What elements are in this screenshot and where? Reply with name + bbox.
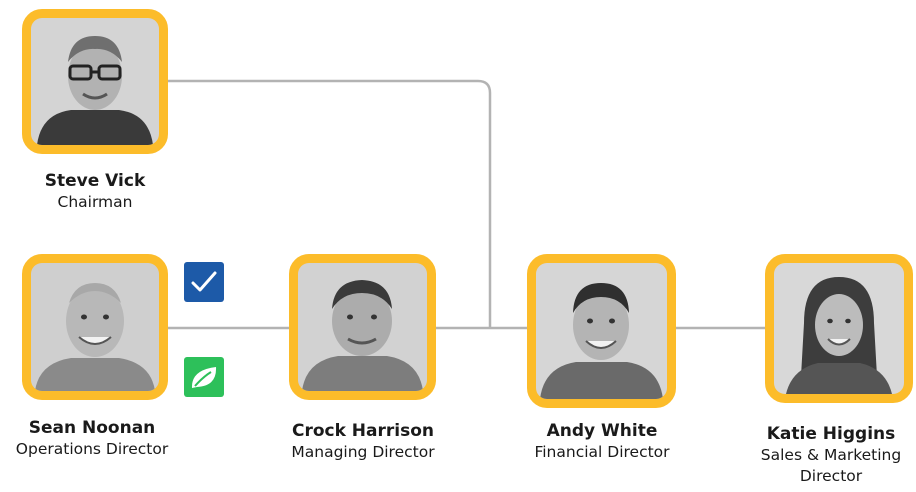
portrait-katie-higgins xyxy=(774,263,904,394)
caption-crock-harrison: Crock Harrison Managing Director xyxy=(272,421,454,463)
check-badge xyxy=(184,262,224,302)
photo-steve-vick xyxy=(22,9,168,154)
portrait-steve-vick xyxy=(31,18,159,145)
portrait-crock-harrison xyxy=(298,263,427,391)
photo-crock-harrison xyxy=(289,254,436,400)
caption-katie-higgins: Katie Higgins Sales & Marketing Director xyxy=(748,424,914,487)
portrait-andy-white xyxy=(536,263,667,399)
person-name: Andy White xyxy=(546,421,658,441)
chairman-connector xyxy=(166,79,492,328)
photo-andy-white xyxy=(527,254,676,408)
caption-steve-vick: Steve Vick Chairman xyxy=(20,171,170,213)
person-role-line-2: Director xyxy=(799,467,863,485)
leaf-icon xyxy=(191,367,217,388)
person-role: Chairman xyxy=(57,193,133,211)
person-role-line-1: Sales & Marketing xyxy=(760,446,902,464)
person-name: Crock Harrison xyxy=(291,421,435,441)
photo-sean-noonan xyxy=(22,254,168,400)
portrait-sean-noonan xyxy=(31,263,159,391)
person-role: Managing Director xyxy=(291,443,435,461)
person-name: Sean Noonan xyxy=(28,418,156,438)
person-role: Financial Director xyxy=(534,443,670,461)
person-role: Operations Director xyxy=(15,440,169,458)
person-name: Steve Vick xyxy=(44,171,146,191)
photo-katie-higgins xyxy=(765,254,913,403)
checkmark-icon xyxy=(191,271,217,292)
person-name: Katie Higgins xyxy=(766,424,896,444)
caption-andy-white: Andy White Financial Director xyxy=(512,421,692,463)
leaf-badge xyxy=(184,357,224,397)
caption-sean-noonan: Sean Noonan Operations Director xyxy=(0,418,184,460)
